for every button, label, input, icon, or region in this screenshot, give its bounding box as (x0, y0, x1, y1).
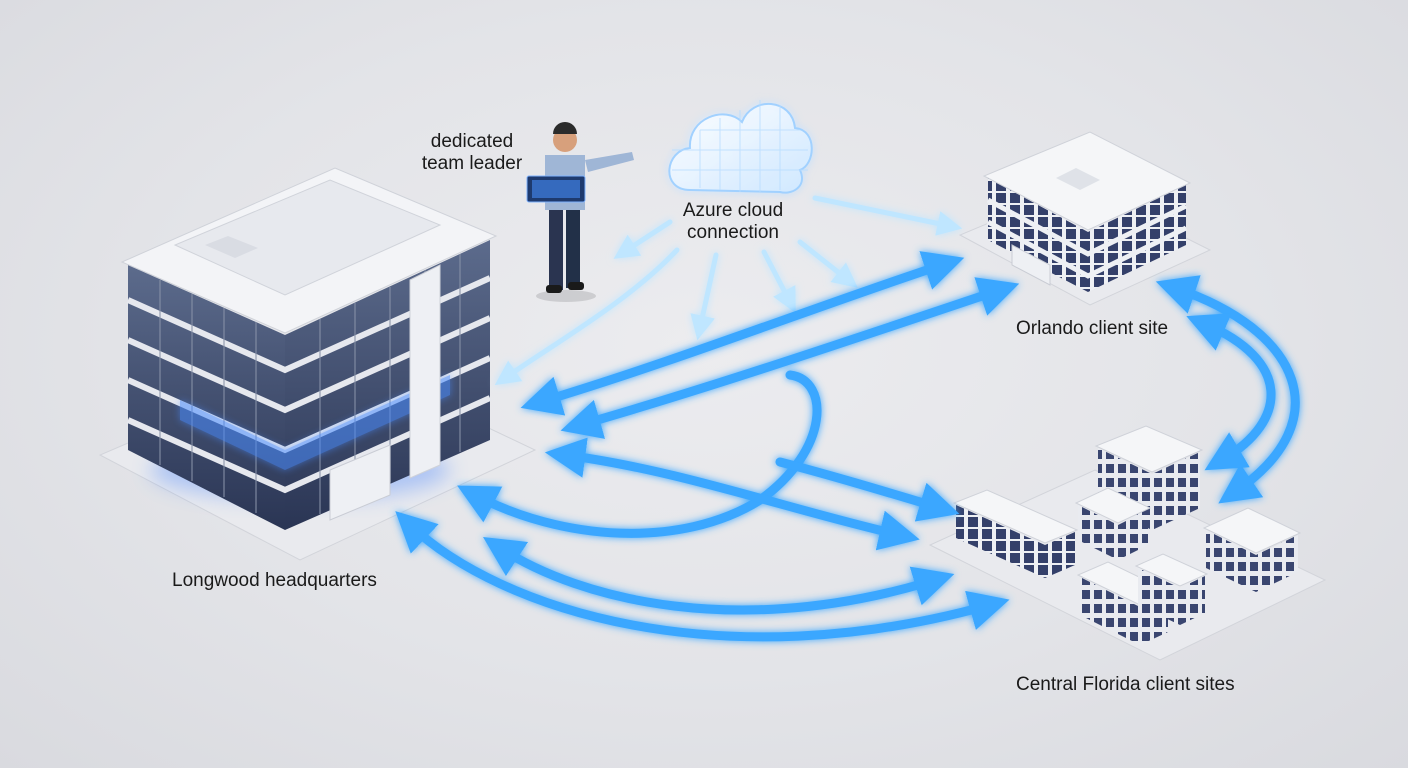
cloud-label: Azure cloud connection (682, 200, 784, 243)
team-leader-figure (526, 122, 634, 302)
data-flow-arrows (395, 251, 1300, 642)
cloud-icon (668, 100, 813, 194)
headquarters-building (98, 167, 537, 561)
team-leader-label: dedicated team leader (421, 131, 523, 174)
orlando-building (958, 131, 1212, 306)
orlando-label: Orlando client site (1016, 318, 1169, 339)
headquarters-label: Longwood headquarters (172, 570, 377, 591)
central-florida-label: Central Florida client sites (1016, 674, 1235, 695)
